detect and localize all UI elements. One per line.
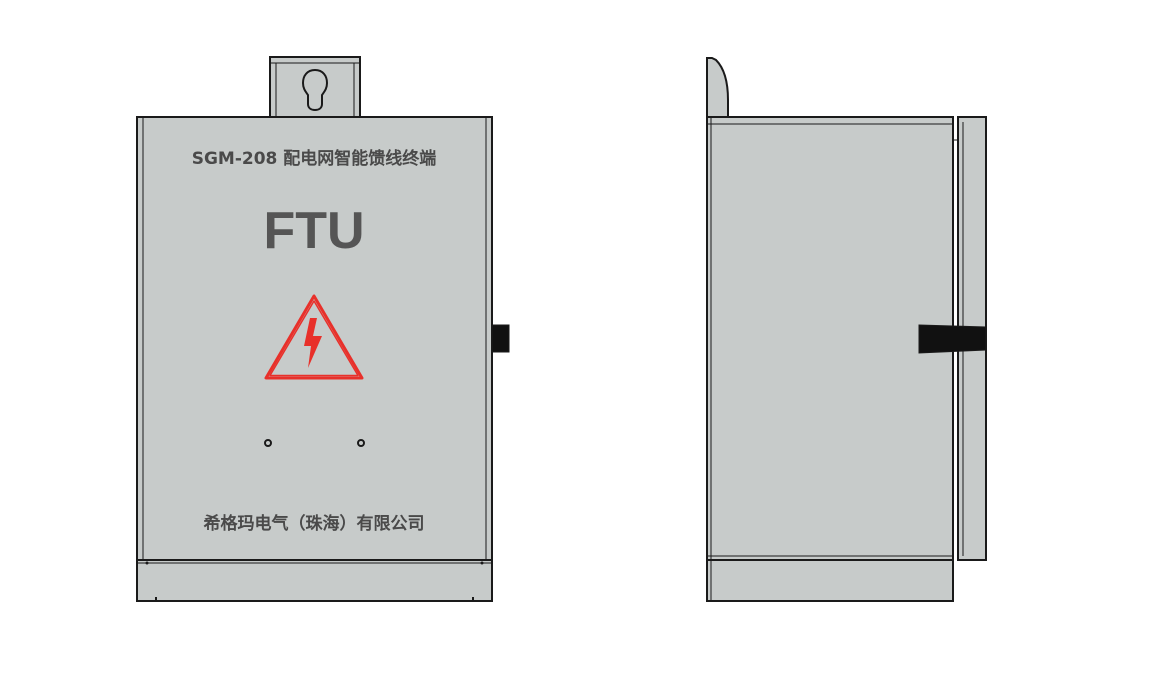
model-label: SGM-208 配电网智能馈线终端 — [192, 148, 437, 169]
cabinet-side-body — [706, 116, 954, 561]
cabinet-base — [136, 559, 493, 602]
side-base — [706, 559, 954, 602]
keyhole-slot-icon — [301, 68, 329, 112]
screw-right — [357, 439, 365, 447]
high-voltage-warning-icon — [264, 294, 364, 380]
side-view — [706, 57, 987, 602]
front-view: SGM-208 配电网智能馈线终端 FTU 希格玛电气（珠海）有限公司 — [136, 56, 510, 602]
screw-left — [264, 439, 272, 447]
door-handle — [491, 324, 510, 353]
side-bracket — [706, 57, 729, 118]
hanging-bracket — [269, 56, 361, 118]
side-door-handle — [918, 324, 987, 354]
manufacturer-label: 希格玛电气（珠海）有限公司 — [204, 513, 425, 534]
product-label: FTU — [263, 202, 364, 260]
